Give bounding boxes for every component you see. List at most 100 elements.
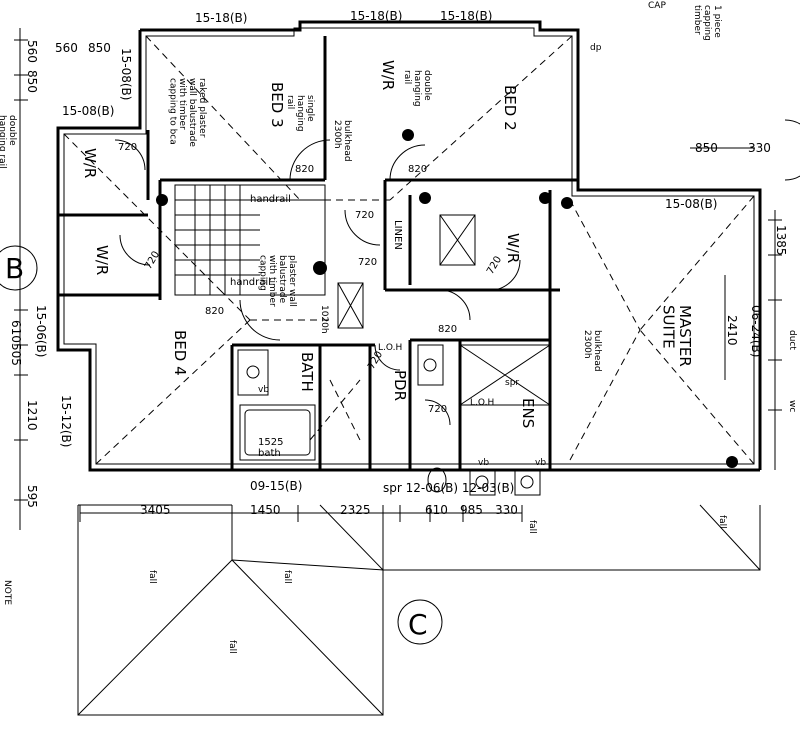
dim-bottom-2: 1450 [250,503,281,517]
grid-marker-c: C [408,608,428,641]
dim-left-6: 505 [9,343,23,366]
window-left-top: 15-08(B) [62,104,114,118]
dim-left-1: 560 [25,40,39,63]
text-line: plaster wall [287,255,297,307]
dim-left-8: 595 [25,485,39,508]
note-plaster-wall: plaster wallbalustradewith timbercapping [257,255,297,307]
room-bed4: BED 4 [171,330,189,376]
text-line: capping [257,255,267,291]
dim-bottom-5: 985 [460,503,483,517]
top-window-3: 15-18(B) [440,9,492,23]
window-left-mid: 15-08(B) [119,48,133,100]
room-linen: LINEN [392,220,403,250]
dimension-lines [14,28,782,530]
text-line: with timber [267,255,277,307]
text-line: with timber [177,78,187,130]
text-line: rail [285,95,295,109]
note-duct: duct [787,330,797,350]
text-line: 1525 [258,437,283,448]
note-single-hanging-1: singlehangingrail [285,95,315,132]
note-raked: raked plasterwall balustradewith timberc… [167,78,207,147]
window-bottom-spr: spr 12-06(B) 12-03(B) [383,481,514,495]
note-bulkhead-master: bulkhead2300h [582,330,602,372]
room-master-label: MASTERSUITE [660,305,695,367]
text-line: balustrade [277,255,287,304]
grid-marker-c-shape [397,599,443,645]
room-bed2: BED 2 [501,85,519,131]
room-ens: ENS [519,398,537,428]
note-note: NOTE [2,580,12,605]
note-timber-cap: 1 piececappingtimber [692,5,722,41]
dim-right-2: 330 [748,141,771,155]
window-bottom-left: 09-15(B) [250,479,302,493]
door-swings [114,139,521,426]
text-line: double [422,70,432,101]
room-bed3: BED 3 [268,82,286,128]
dim-left-2: 850 [25,70,39,93]
note-double-hanging-left: doublehanging rail [0,115,17,169]
dim-bottom-1: 3405 [140,503,171,517]
top-window-1: 15-18(B) [195,11,247,25]
dim-bottom-6: 330 [495,503,518,517]
note-fall-1: fall [147,570,157,584]
text-line: raked plaster [197,78,207,138]
door-4: 720 [355,210,374,221]
room-pdr: PDR [391,370,409,401]
text-line: MASTER [676,305,694,367]
note-fall-4: fall [527,520,537,534]
window-right: 15-08(B) [665,197,717,211]
room-bath: BATH [298,352,316,392]
note-double-hanging-1: doublehangingrail [402,70,432,107]
text-line: 2300h [332,120,342,149]
text-line: bulkhead [592,330,602,372]
note-dp: dp [590,43,602,53]
note-vb-1: vb [258,385,269,395]
grid-marker-b: B [5,252,24,285]
dim-left-5: 610 [9,320,23,343]
note-cap: CAP [648,1,666,11]
text-line: timber [692,5,702,35]
text-line: capping to bca [167,78,177,145]
text-line: single [305,95,315,122]
room-wir-top: W/R [379,60,397,90]
note-vb-2: vb [478,458,489,468]
door-3: 820 [408,164,427,175]
note-handrail-1: handrail [250,194,291,205]
text-line: wall balustrade [187,78,197,147]
grid-marker-d-arc [784,119,800,181]
window-left-low: 15-06(B) [34,305,48,357]
top-window-2: 15-18(B) [350,9,402,23]
dim-bottom-4: 610 [425,503,448,517]
note-bulkhead: bulkhead2300h [332,120,352,162]
note-fall-5: fall [717,515,727,529]
dim-right-1: 850 [695,141,718,155]
door-5: 720 [358,257,377,268]
room-master: MASTERSUITE [660,305,695,367]
note-fall-2: fall [282,570,292,584]
text-line: rail [402,70,412,84]
room-wir-mid: W/R [504,233,522,263]
text-line: double [7,115,17,146]
lower-roof [77,504,761,716]
text-line: hanging [412,70,422,107]
dim-bottom-3: 2325 [340,503,371,517]
interior-walls [58,36,578,470]
note-handrail-2: handrail [230,277,271,288]
dim-left-4: 850 [88,41,111,55]
dim-right-4: 2410 [725,315,739,346]
door-1: 720 [118,142,137,153]
note-wc: wc [787,400,797,412]
door-2: 820 [295,164,314,175]
room-wir-left: W/R [81,148,99,178]
text-line: hanging rail [0,115,7,169]
text-line: 1 piece [712,5,722,38]
door-6: 820 [205,306,224,317]
dim-right-3: 1385 [774,225,788,256]
grid-marker-b-shape [0,245,38,291]
dim-left-3: 560 [55,41,78,55]
text-line: 2300h [582,330,592,359]
note-vb-3: vb [535,458,546,468]
note-spr: spr [505,378,519,388]
